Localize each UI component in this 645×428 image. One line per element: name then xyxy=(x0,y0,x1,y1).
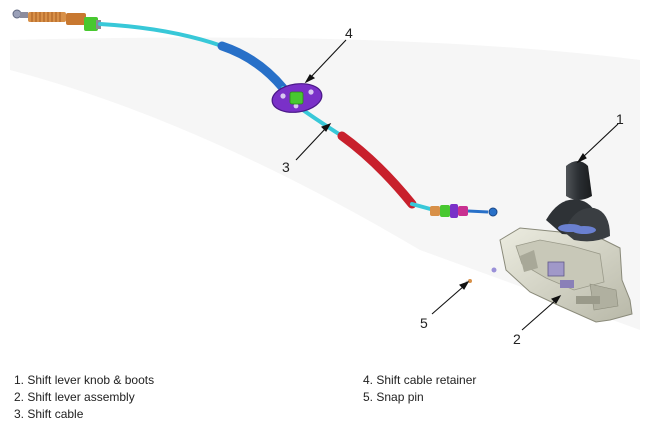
legend-item-1: 1. Shift lever knob & boots xyxy=(14,373,155,387)
legend-item-4: 4. Shift cable retainer xyxy=(363,373,477,387)
legend-item-5: 5. Snap pin xyxy=(363,390,424,404)
callout-5: 5 xyxy=(420,315,428,331)
leader-4 xyxy=(309,39,347,79)
shift-cable-diagram: 1 2 3 4 5 xyxy=(10,9,640,347)
cable-end-right xyxy=(430,204,498,218)
cable-end-left xyxy=(12,9,101,31)
callout-3: 3 xyxy=(282,159,290,175)
shift-lever-assembly xyxy=(499,161,633,323)
callout-2: 2 xyxy=(513,331,521,347)
background-shading xyxy=(10,37,640,330)
legend-item-2: 2. Shift lever assembly xyxy=(14,390,135,404)
legend-right: 4. Shift cable retainer 5. Snap pin xyxy=(363,372,476,406)
callout-1: 1 xyxy=(616,111,624,127)
cable-retainer xyxy=(271,83,323,113)
leader-arrows xyxy=(295,39,619,331)
leader-1 xyxy=(581,123,619,159)
callout-4: 4 xyxy=(345,25,353,41)
legend-left: 1. Shift lever knob & boots 2. Shift lev… xyxy=(14,372,154,423)
leader-3 xyxy=(295,127,327,161)
leader-2 xyxy=(521,299,557,331)
leader-5 xyxy=(431,285,465,315)
legend-item-3: 3. Shift cable xyxy=(14,407,84,421)
